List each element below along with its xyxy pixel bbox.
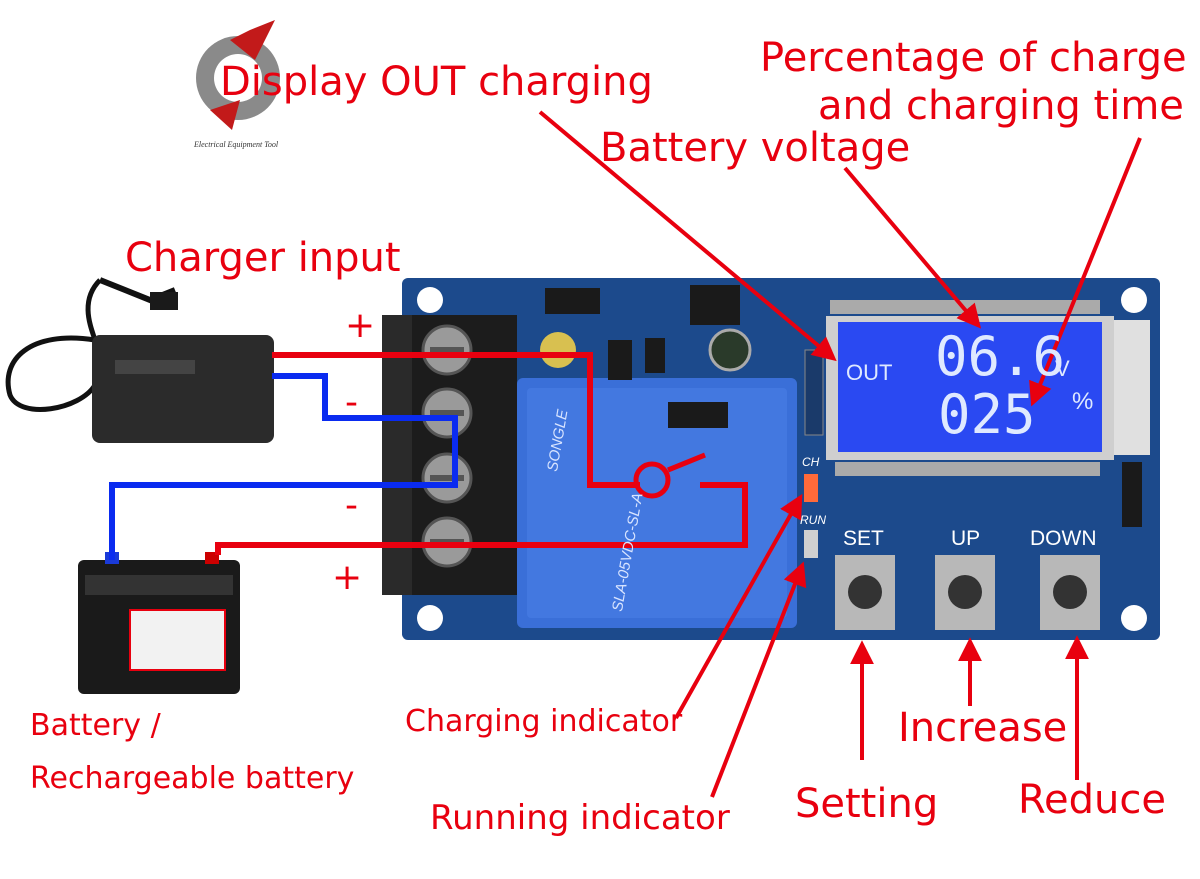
terminal-plus-top: + [345, 305, 376, 346]
components [540, 285, 824, 436]
silk-set: SET [843, 527, 884, 550]
label-setting: Setting [795, 781, 939, 827]
silk-run: RUN [800, 513, 826, 527]
silk-ch: CH [802, 455, 820, 469]
gear-logo-icon [196, 20, 280, 130]
label-battery-line2: Rechargeable battery [30, 761, 355, 796]
silk-down: DOWN [1030, 527, 1097, 550]
charger-adapter [5, 277, 274, 443]
annotation-arrows [538, 110, 1142, 798]
label-display-out: Display OUT charging [220, 59, 653, 105]
label-reduce: Reduce [1018, 777, 1166, 823]
lcd-percent: 025 [938, 383, 1036, 446]
label-battery-voltage: Battery voltage [600, 125, 911, 171]
lcd-voltage: 06.6 [935, 325, 1066, 388]
wires [109, 352, 748, 560]
lcd-out: OUT [846, 360, 893, 385]
battery [78, 552, 240, 694]
header-pins [1122, 462, 1142, 527]
label-running-indicator: Running indicator [430, 798, 730, 838]
lcd-unit-percent: % [1072, 388, 1094, 415]
terminal-minus-1: - [345, 382, 358, 423]
label-charger-input: Charger input [125, 235, 401, 281]
terminal-plus-bottom: + [332, 557, 363, 598]
silk-up: UP [951, 527, 981, 550]
terminal-minus-2: - [345, 485, 358, 526]
label-percentage-line1: Percentage of charge [760, 35, 1187, 81]
push-buttons [835, 555, 1100, 630]
label-charging-indicator: Charging indicator [405, 704, 683, 739]
label-percentage-line2: and charging time [818, 83, 1184, 129]
relay-switch-symbol [633, 461, 671, 499]
label-increase: Increase [898, 705, 1068, 751]
lcd-unit-v: V [1055, 356, 1070, 381]
logo-text: Electrical Equipment Tool [194, 140, 279, 149]
charging-led [804, 474, 818, 502]
label-battery-line1: Battery / [30, 708, 161, 743]
running-led [804, 530, 818, 558]
